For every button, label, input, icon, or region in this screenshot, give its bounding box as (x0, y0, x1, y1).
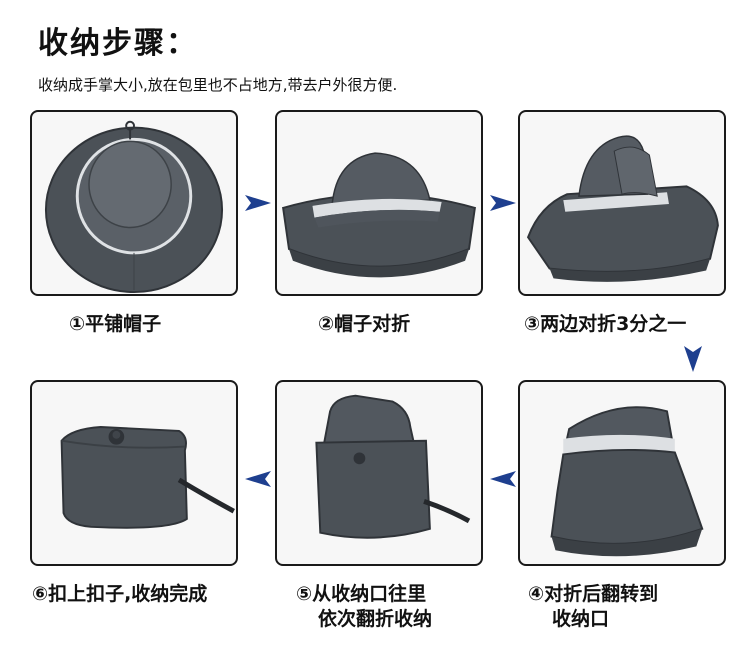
arrow-right-icon (245, 193, 271, 213)
hat-folded-half-illustration (282, 152, 476, 278)
step-5-caption-line2: 依次翻折收纳 (318, 608, 433, 630)
arrow-down-icon (682, 346, 704, 372)
hat-rolling-into-pocket-illustration (315, 394, 471, 539)
step-4-caption-line1: ④对折后翻转到 (528, 583, 659, 605)
hat-packed-illustration (60, 426, 235, 529)
step-6-caption: ⑥扣上扣子,收纳完成 (32, 583, 208, 605)
step-4-photo (518, 380, 726, 566)
step-5-photo (275, 380, 483, 566)
step-2-caption: ②帽子对折 (318, 313, 411, 335)
arrow-left-icon (245, 469, 271, 489)
hat-folded-thirds-illustration (526, 135, 719, 282)
step-1-photo (30, 110, 238, 296)
step-5-caption-line1: ⑤从收纳口往里 (296, 583, 427, 605)
step-3-photo (518, 110, 726, 296)
step-3-caption: ③两边对折3分之一 (524, 313, 687, 335)
page-title: 收纳步骤： (38, 26, 198, 61)
page-subtitle: 收纳成手掌大小,放在包里也不占地方,带去户外很方便. (38, 76, 398, 94)
step-2-photo (275, 110, 483, 296)
arrow-right-icon (490, 193, 516, 213)
hat-flipped-illustration (550, 406, 704, 557)
arrow-left-icon (490, 469, 516, 489)
step-4-caption-line2: 收纳口 (552, 608, 610, 630)
step-6-photo (30, 380, 238, 566)
step-1-caption: ①平铺帽子 (69, 313, 162, 335)
hat-flat-illustration (44, 120, 224, 294)
